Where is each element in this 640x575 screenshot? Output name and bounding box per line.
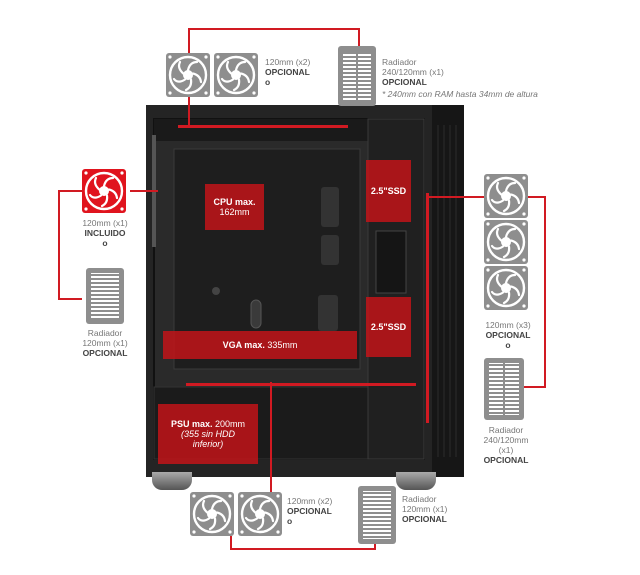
fan-icon	[484, 174, 528, 218]
left-fan-l2: INCLUIDO	[84, 228, 126, 238]
radiator-icon	[86, 268, 124, 324]
psu-zone-line2: (355 sin HDD	[180, 429, 236, 439]
fan-icon	[166, 53, 210, 97]
connector-left-h	[130, 190, 158, 192]
fan-icon	[214, 53, 258, 97]
fan-icon	[484, 220, 528, 264]
bottom-rad-l1: Radiador	[402, 494, 437, 504]
case-foot-right	[396, 472, 436, 490]
cpu-cooler-zone: CPU max. 162mm	[205, 184, 264, 230]
right-fans-l2: OPCIONAL	[485, 330, 531, 340]
top-fans-l2: OPCIONAL	[265, 67, 310, 77]
right-fans-l3: o	[505, 340, 511, 350]
connector-right-bot	[522, 386, 546, 388]
connector-right-top	[528, 196, 546, 198]
connector-right-h	[428, 196, 484, 198]
bottom-fans-l1: 120mm (x2)	[287, 496, 333, 506]
left-rad-l3: OPCIONAL	[82, 348, 128, 358]
right-rad-l3: (x1)	[498, 445, 514, 455]
connector-left-bot	[58, 298, 82, 300]
right-rad-l2: 240/120mm	[483, 435, 529, 445]
connector-right-v	[544, 196, 546, 388]
bottom-rad-l3: OPCIONAL	[402, 514, 447, 524]
radiator-icon	[338, 46, 376, 106]
left-rad-l2: 120mm (x1)	[82, 338, 128, 348]
psu-zone: PSU max. 200mm (355 sin HDD inferior)	[158, 404, 258, 464]
radiator-icon	[484, 358, 524, 420]
connector-bottom-l	[230, 536, 232, 550]
left-fan-label: 120mm (x1) INCLUIDO o	[70, 218, 140, 248]
left-fan-l3: o	[102, 238, 108, 248]
top-fans-l3: o	[265, 77, 271, 87]
right-fans-label: 120mm (x3) OPCIONAL o	[468, 320, 548, 350]
top-rad-note: * 240mm con RAM hasta 34mm de altura	[382, 89, 538, 99]
connector-top-r	[358, 28, 360, 46]
connector-left-v	[58, 190, 60, 300]
connector-bottom-v	[270, 382, 272, 492]
connector-left-top	[58, 190, 82, 192]
left-radiator-label: Radiador 120mm (x1) OPCIONAL	[70, 328, 140, 358]
left-fan-l1: 120mm (x1)	[82, 218, 128, 228]
radiator-icon	[358, 486, 396, 544]
fan-icon-included	[82, 169, 126, 213]
case-foot-left	[152, 472, 192, 490]
cpu-zone-line1: CPU max.	[213, 197, 256, 207]
top-fans-label: 120mm (x2) OPCIONAL o	[265, 57, 310, 87]
fan-icon	[190, 492, 234, 536]
bottom-rad-l2: 120mm (x1)	[402, 504, 448, 514]
ssd-zone-bottom: 2.5"SSD	[366, 297, 411, 357]
left-rad-l1: Radiador	[87, 328, 123, 338]
bottom-fans-l2: OPCIONAL	[287, 506, 332, 516]
top-rad-l3: OPCIONAL	[382, 77, 427, 87]
psu-zone-line3: inferior)	[192, 439, 224, 449]
connector-bottom-h	[230, 548, 376, 550]
top-fans-l1: 120mm (x2)	[265, 57, 311, 67]
ssd-zone-bottom-label: 2.5"SSD	[370, 322, 407, 332]
ssd-zone-top-label: 2.5"SSD	[370, 186, 407, 196]
cpu-zone-line2: 162mm	[219, 207, 250, 217]
connector-top-down	[188, 96, 190, 126]
bottom-fans-l3: o	[287, 516, 293, 526]
vga-zone: VGA max. 335mm	[163, 331, 357, 359]
fan-icon	[238, 492, 282, 536]
ssd-zone-top: 2.5"SSD	[366, 160, 411, 222]
top-radiator-label: Radiador 240/120mm (x1) OPCIONAL * 240mm…	[382, 57, 538, 99]
top-rad-l2: 240/120mm (x1)	[382, 67, 444, 77]
right-rad-l1: Radiador	[488, 425, 524, 435]
bottom-fans-label: 120mm (x2) OPCIONAL o	[287, 496, 332, 526]
connector-top-h	[188, 28, 360, 30]
connector-top-l	[188, 28, 190, 53]
top-rad-l1: Radiador	[382, 57, 417, 67]
fan-icon	[484, 266, 528, 310]
right-rad-l4: OPCIONAL	[483, 455, 529, 465]
vga-zone-value: 335mm	[267, 340, 298, 350]
vga-zone-bold: VGA max.	[222, 340, 265, 350]
right-radiator-label: Radiador 240/120mm (x1) OPCIONAL	[466, 425, 546, 465]
right-fans-l1: 120mm (x3)	[485, 320, 531, 330]
psu-zone-value: 200mm	[215, 419, 246, 429]
psu-zone-bold: PSU max.	[170, 419, 213, 429]
bottom-radiator-label: Radiador 120mm (x1) OPCIONAL	[402, 494, 447, 524]
